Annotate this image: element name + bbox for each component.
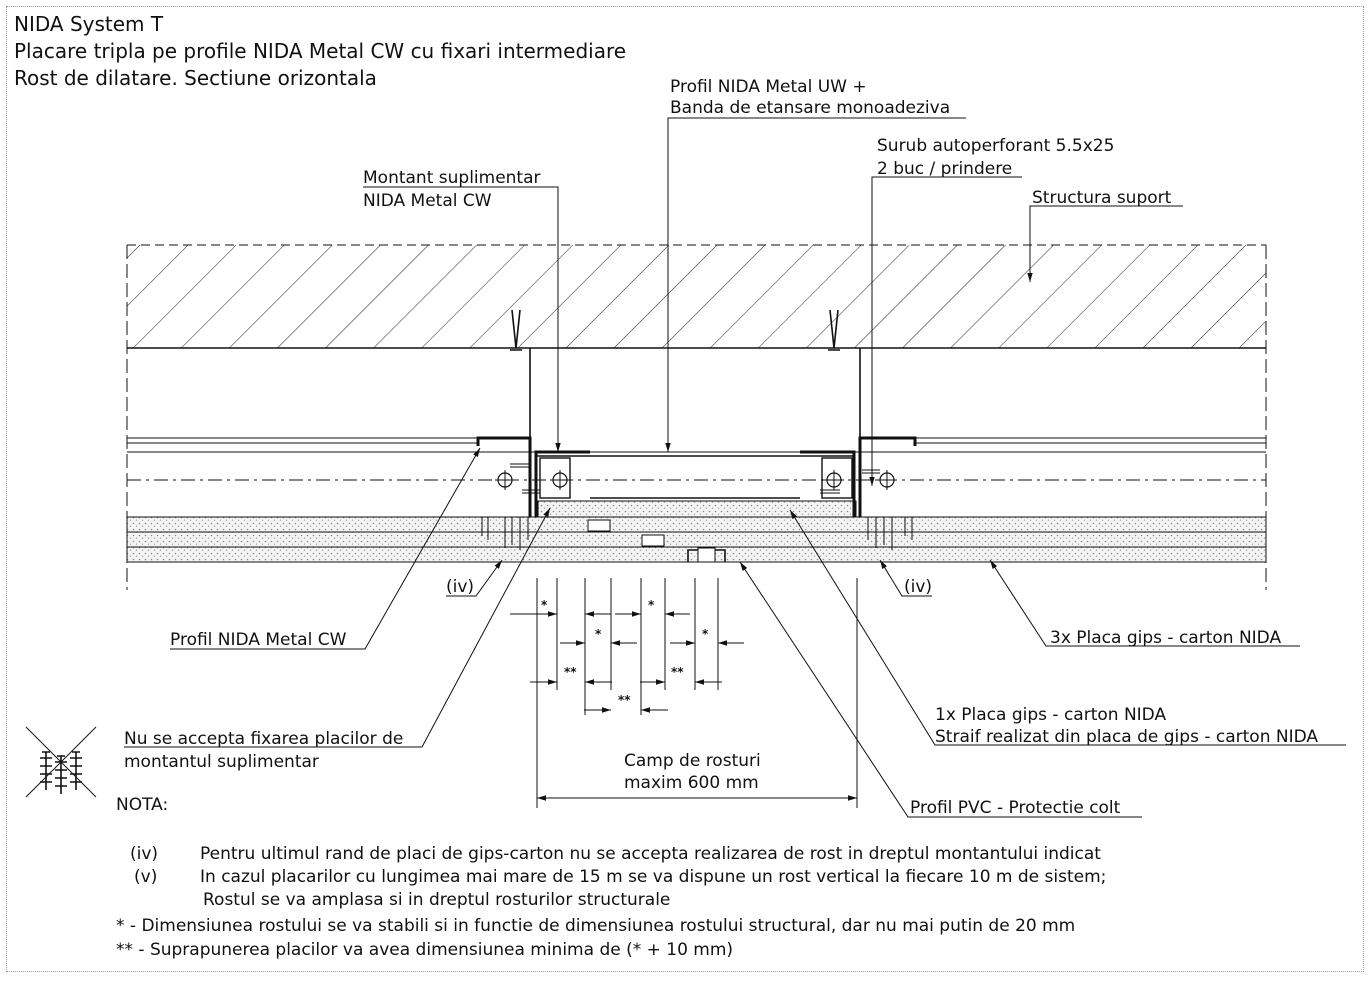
dim-mark-6: ** bbox=[671, 665, 684, 679]
drawing-frame bbox=[6, 6, 1364, 972]
wall-cavity bbox=[127, 437, 1266, 481]
note-v-text-1: In cazul placarilor cu lungimea mai mare… bbox=[200, 867, 1106, 887]
note-v-key: (v) bbox=[134, 867, 157, 887]
label-board-1x-1: 1x Placa gips - carton NIDA bbox=[935, 705, 1166, 725]
label-no-fix-2: montantul suplimentar bbox=[124, 752, 319, 772]
dim-mark-2: * bbox=[648, 598, 655, 612]
label-iv-left: (iv) bbox=[446, 577, 474, 597]
label-extra-stud-2: NIDA Metal CW bbox=[363, 191, 492, 211]
right-profiles bbox=[800, 309, 917, 550]
note-iv-text: Pentru ultimul rand de placi de gips-car… bbox=[200, 844, 1101, 864]
support-structure bbox=[126, 244, 1267, 590]
label-pvc-profile: Profil PVC - Protectie colt bbox=[910, 798, 1121, 818]
gypsum-boards bbox=[126, 500, 1267, 563]
dim-mark-1: * bbox=[541, 598, 548, 612]
dim-mark-4: * bbox=[702, 627, 709, 641]
uw-profile bbox=[536, 455, 854, 499]
label-uw-profile-2: Banda de etansare monoadeziva bbox=[670, 98, 950, 118]
label-joint-field-2: maxim 600 mm bbox=[624, 773, 759, 793]
label-joint-field-1: Camp de rosturi bbox=[624, 751, 761, 771]
dim-mark-5: ** bbox=[564, 665, 577, 679]
dim-mark-7: ** bbox=[618, 693, 631, 707]
title-line-3: Rost de dilatare. Sectiune orizontala bbox=[14, 66, 377, 90]
title-line-2: Placare tripla pe profile NIDA Metal CW … bbox=[14, 39, 626, 63]
note-star-1: * - Dimensiunea rostului se va stabili s… bbox=[116, 916, 1075, 936]
dim-mark-3: * bbox=[595, 627, 602, 641]
label-uw-profile-1: Profil NIDA Metal UW + bbox=[670, 77, 867, 97]
label-extra-stud-1: Montant suplimentar bbox=[363, 168, 541, 188]
label-nota: NOTA: bbox=[116, 795, 168, 815]
label-boards-3x: 3x Placa gips - carton NIDA bbox=[1050, 628, 1281, 648]
note-star-2: ** - Suprapunerea placilor va avea dimen… bbox=[116, 940, 733, 960]
label-support-structure: Structura suport bbox=[1032, 188, 1172, 208]
no-screw-icon bbox=[25, 726, 97, 798]
note-v-text-2: Rostul se va amplasa si in dreptul rostu… bbox=[203, 890, 670, 910]
title-line-1: NIDA System T bbox=[14, 12, 164, 36]
label-underlines bbox=[124, 117, 1346, 818]
note-iv-key: (iv) bbox=[130, 844, 158, 864]
label-iv-right: (iv) bbox=[904, 577, 932, 597]
left-profiles bbox=[476, 309, 590, 550]
label-no-fix-1: Nu se accepta fixarea placilor de bbox=[124, 729, 403, 749]
label-screw-1: Surub autoperforant 5.5x25 bbox=[877, 136, 1114, 156]
label-screw-2: 2 buc / prindere bbox=[877, 159, 1012, 179]
dimension-chains bbox=[510, 578, 858, 808]
label-cw-profile: Profil NIDA Metal CW bbox=[170, 630, 347, 650]
label-board-1x-2: Straif realizat din placa de gips - cart… bbox=[935, 727, 1318, 747]
